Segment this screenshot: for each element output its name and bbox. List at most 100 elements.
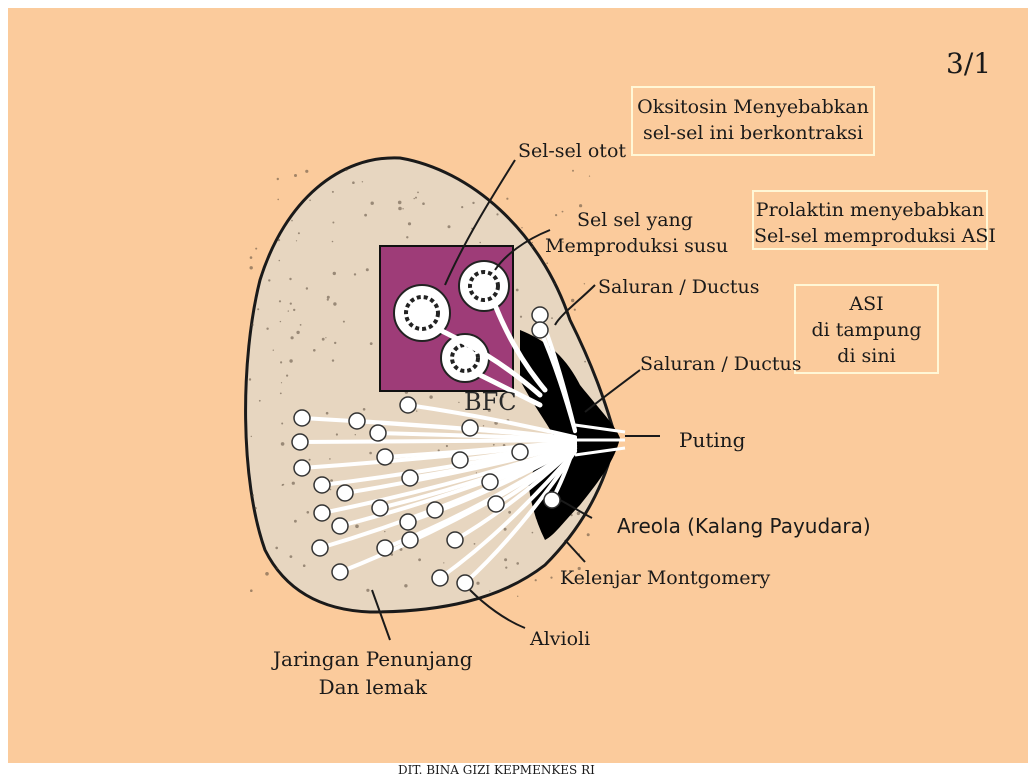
label-kelenjar: Kelenjar Montgomery: [560, 567, 770, 589]
speckle: [493, 444, 495, 446]
alveolus: [532, 322, 548, 338]
speckle: [398, 207, 402, 211]
alveolus: [400, 514, 416, 530]
speckle: [288, 310, 289, 311]
speckle: [574, 309, 576, 311]
alveolus: [532, 307, 548, 323]
duct-branch: [300, 440, 575, 442]
speckle: [584, 283, 585, 284]
speckle: [472, 202, 474, 204]
speckle: [255, 248, 257, 250]
speckle: [277, 199, 279, 201]
speckle: [398, 201, 402, 205]
speckle: [489, 590, 490, 591]
speckle: [516, 289, 519, 292]
alveolus: [452, 452, 468, 468]
alveolus: [457, 575, 473, 591]
speckle: [354, 273, 356, 275]
speckle: [294, 520, 297, 523]
alveolus: [402, 532, 418, 548]
alveolus: [294, 460, 310, 476]
speckle: [370, 342, 373, 345]
speckle: [275, 547, 278, 550]
speckle: [313, 349, 316, 352]
speckle: [277, 178, 279, 180]
speckle: [446, 445, 448, 447]
speckle: [290, 303, 292, 305]
callout-asi-line-2: di tampung: [796, 317, 937, 343]
callout-oksitosin-line-2: sel-sel ini berkontraksi: [633, 120, 873, 146]
alveolus: [482, 474, 498, 490]
speckle: [257, 308, 259, 310]
speckle: [291, 336, 294, 339]
speckle: [306, 287, 308, 289]
speckle: [332, 359, 334, 361]
speckle: [551, 317, 553, 319]
label-alvioli: Alvioli: [530, 628, 590, 650]
speckle: [334, 342, 336, 344]
label-saluran-2: Saluran / Ductus: [640, 353, 802, 375]
speckle: [366, 589, 369, 592]
alveolus: [349, 413, 365, 429]
speckle: [572, 170, 574, 172]
speckle: [483, 425, 484, 426]
speckle: [371, 202, 374, 205]
speckle: [352, 181, 355, 184]
speckle: [417, 192, 419, 194]
speckle: [251, 323, 254, 326]
speckle: [296, 240, 297, 241]
speckle: [418, 558, 421, 561]
speckle: [326, 412, 329, 415]
alveolus: [512, 444, 528, 460]
speckle: [476, 582, 479, 585]
speckle: [293, 309, 295, 311]
speckle: [355, 434, 356, 435]
speckle: [300, 324, 302, 326]
alveolus: [312, 540, 328, 556]
footer: DIT. BINA GIZI KEPMENKES RI: [398, 763, 595, 776]
alveolus: [544, 492, 560, 508]
alveolus: [427, 502, 443, 518]
speckle: [535, 579, 537, 581]
speckle: [296, 331, 299, 334]
speckle: [366, 268, 369, 271]
speckle: [521, 227, 522, 228]
alveolus: [377, 449, 393, 465]
speckle: [531, 246, 533, 248]
alveolus: [292, 434, 308, 450]
speckle: [414, 198, 415, 199]
speckle: [290, 555, 293, 558]
callout-oksitosin: Oksitosin Menyebabkan sel-sel ini berkon…: [631, 86, 875, 156]
speckle: [281, 423, 283, 425]
speckle: [422, 202, 425, 205]
alveolus: [337, 485, 353, 501]
speckle: [305, 170, 308, 173]
speckle: [255, 507, 257, 509]
speckle: [458, 402, 459, 403]
speckle: [292, 482, 295, 485]
speckle: [278, 239, 280, 241]
speckle: [532, 532, 534, 534]
speckle: [479, 242, 481, 244]
speckle: [325, 337, 326, 338]
alveolus: [314, 505, 330, 521]
speckle: [438, 449, 440, 451]
alveolus: [447, 532, 463, 548]
speckle: [336, 433, 338, 435]
speckle: [508, 511, 511, 514]
speckle: [280, 321, 281, 322]
alveolus: [332, 518, 348, 534]
speckle: [415, 197, 417, 199]
speckle: [343, 321, 345, 323]
speckle: [476, 472, 477, 473]
speckle: [369, 452, 372, 455]
label-sel-otot: Sel-sel otot: [518, 140, 626, 162]
speckle: [249, 378, 251, 380]
speckle: [268, 279, 270, 281]
speckle: [250, 266, 253, 269]
callout-oksitosin-line-1: Oksitosin Menyebabkan: [633, 94, 873, 120]
speckle: [506, 198, 508, 200]
speckle: [587, 533, 590, 536]
alveolus: [377, 540, 393, 556]
